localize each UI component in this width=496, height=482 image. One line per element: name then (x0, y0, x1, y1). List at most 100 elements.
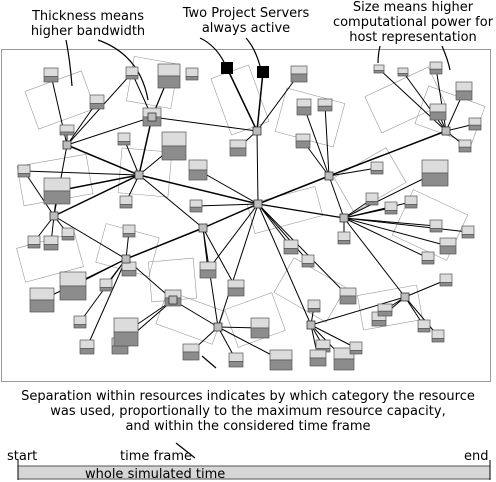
host-used-light (468, 117, 482, 126)
host-node-3 (157, 63, 181, 89)
host-node-45 (79, 339, 95, 355)
host-used-dark (307, 308, 321, 313)
host-node-2 (89, 94, 105, 110)
host-used-light (73, 315, 87, 325)
host-used-light (296, 98, 312, 108)
diagram-frame (1, 49, 491, 382)
host-node-15 (117, 132, 131, 146)
thickness-annotation: Thickness means higher bandwidth (18, 9, 158, 39)
network-link-51 (402, 71, 447, 132)
host-used-light (417, 319, 431, 329)
network-link-22 (53, 215, 127, 260)
host-node-42 (121, 261, 137, 277)
host-used-light (43, 67, 59, 77)
host-node-49 (199, 261, 217, 279)
network-link-33 (23, 170, 140, 176)
host-used-dark (27, 244, 41, 249)
network-link-62 (343, 217, 469, 233)
network-link-23 (226, 67, 258, 132)
host-node-57 (339, 287, 357, 305)
host-node-0 (43, 67, 59, 83)
host-used-light (189, 199, 203, 208)
host-used-dark (370, 170, 384, 175)
host-used-dark (429, 111, 447, 121)
network-link-18 (125, 227, 204, 260)
host-used-dark (182, 351, 200, 361)
thickness-annotation-line-1: Thickness means (31, 9, 145, 24)
host-used-dark (227, 287, 245, 297)
host-used-dark (121, 270, 137, 277)
host-used-dark (59, 131, 75, 136)
host-used-light (301, 254, 315, 264)
network-link-46 (303, 106, 330, 177)
network-link-7 (151, 116, 258, 132)
host-used-dark (157, 75, 181, 89)
host-used-light (461, 225, 475, 235)
timeline-end-label: end (464, 449, 489, 464)
host-used-dark (189, 206, 203, 213)
network-link-24 (256, 71, 264, 132)
size-annotation-line-2: computational power for (332, 15, 494, 30)
host-used-light (17, 164, 31, 174)
separation-annotation-line-3: and within the considered time frame (125, 419, 371, 434)
host-used-light (99, 278, 113, 288)
host-used-light (79, 339, 95, 349)
host-used-dark (117, 141, 131, 146)
host-node-39 (29, 287, 55, 313)
network-link-1 (66, 116, 153, 146)
host-node-41 (99, 278, 113, 292)
router-node-A (62, 140, 72, 150)
host-used-dark (161, 145, 187, 161)
host-used-light (43, 177, 71, 192)
host-used-light (370, 161, 384, 171)
host-used-light (250, 317, 270, 329)
host-node-14 (59, 124, 75, 136)
host-used-dark (229, 147, 247, 157)
router-node-M (121, 254, 131, 264)
host-used-light (295, 133, 311, 142)
network-link-95 (207, 203, 259, 271)
host-node-33 (439, 237, 457, 255)
host-used-light (290, 65, 308, 75)
router-node-G (324, 171, 334, 181)
host-used-light (89, 94, 105, 104)
host-node-6 (290, 65, 308, 83)
host-used-light (29, 287, 55, 301)
network-link-4 (53, 174, 140, 217)
host-used-light (421, 159, 449, 174)
host-node-23 (296, 98, 312, 116)
host-used-light (157, 63, 181, 77)
host-used-light (59, 271, 87, 287)
host-used-light (227, 279, 245, 289)
host-node-52 (228, 352, 244, 368)
host-node-56 (301, 254, 315, 268)
annotation-pointer-2 (199, 37, 225, 63)
host-used-dark (228, 361, 244, 368)
host-used-dark (458, 146, 472, 153)
host-used-light (458, 139, 472, 148)
network-link-13 (257, 203, 312, 326)
separation-annotation-line-1: Separation within resources indicates by… (21, 389, 475, 404)
separation-frame-8 (391, 189, 469, 261)
host-used-dark (17, 173, 31, 178)
host-used-dark (188, 169, 208, 181)
network-link-63 (343, 217, 449, 247)
host-used-light (429, 61, 443, 70)
host-used-dark (199, 269, 217, 279)
host-used-dark (250, 327, 270, 339)
host-node-4 (185, 67, 199, 81)
annotation-pointer-5 (441, 45, 451, 71)
host-used-light (404, 195, 418, 205)
host-node-30 (404, 195, 418, 209)
host-used-dark (384, 210, 398, 215)
host-node-16 (17, 164, 31, 178)
network-link-3 (138, 116, 153, 176)
host-used-light (113, 317, 139, 333)
host-used-dark (421, 260, 435, 265)
network-link-83 (257, 203, 309, 262)
thickness-annotation-line-2: higher bandwidth (30, 24, 146, 39)
annotation-pointer-3 (245, 37, 261, 67)
separation-frame-11 (273, 257, 347, 323)
host-used-dark (439, 282, 453, 287)
host-node-38 (61, 227, 75, 241)
